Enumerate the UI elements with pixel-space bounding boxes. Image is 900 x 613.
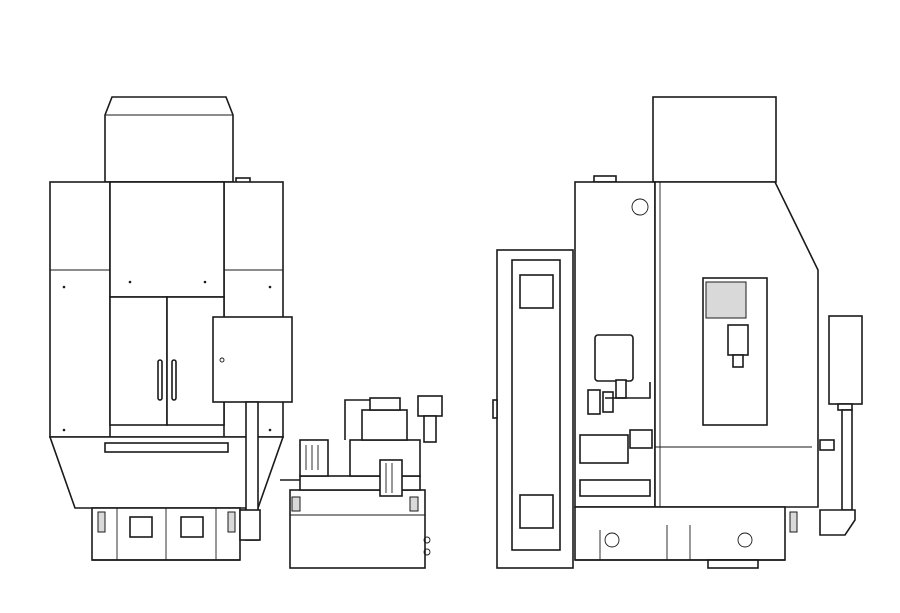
door-handle[interactable] <box>171 359 177 401</box>
coolant-pipe <box>841 409 853 511</box>
door-handle[interactable] <box>157 359 163 401</box>
coolant-unit <box>280 395 443 569</box>
upper-panel <box>109 181 225 298</box>
control-panel <box>594 334 634 382</box>
base <box>574 506 786 561</box>
spindle-head-cover <box>652 96 777 183</box>
pump-motor <box>299 439 329 477</box>
electrical-box <box>212 316 293 403</box>
chip-trough <box>104 442 229 453</box>
filter <box>417 395 443 417</box>
spindle-head-cover <box>104 96 234 183</box>
coolant-tank <box>289 489 426 569</box>
side-electrical-box <box>828 315 863 405</box>
side-view <box>492 96 863 569</box>
front-view <box>48 96 293 561</box>
